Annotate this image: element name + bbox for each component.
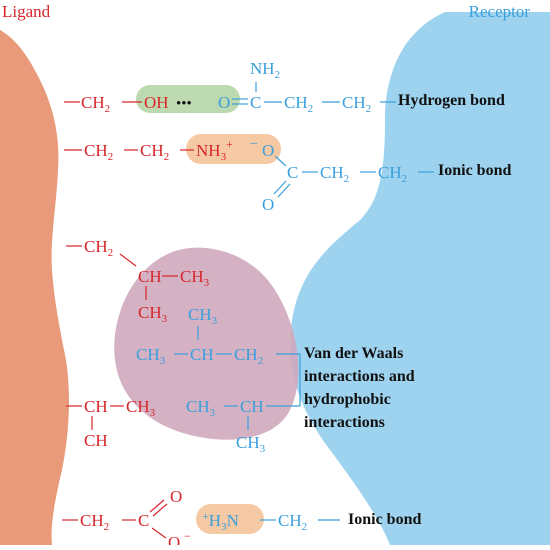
svg-text:CH3: CH3 [136,345,166,367]
svg-text:O: O [262,195,274,214]
svg-text:CH3: CH3 [126,397,156,419]
svg-text:CH2: CH2 [378,163,407,185]
ionic-bond-label-1: Ionic bond [438,162,512,179]
svg-text:CH2: CH2 [80,511,109,533]
receptor-title: Receptor [468,2,530,21]
hydrogen-bond-row: CH2 OH ••• O C NH2 CH2 CH2 [64,59,396,115]
svg-text:CH3: CH3 [188,305,218,327]
svg-text:CH: CH [190,345,214,364]
vdw-label-line-2: interactions and [304,368,415,385]
ionic-bond-highlight-1 [186,134,281,164]
svg-text:CH2: CH2 [234,345,263,367]
vdw-label-line-3: hydrophobic [304,391,391,408]
svg-text:−: − [250,137,258,152]
hydrogen-bond-highlight [136,85,240,113]
hydrophobic-region [114,247,299,440]
svg-text:O: O [170,487,182,506]
svg-text:CH3: CH3 [236,433,266,455]
svg-text:CH2: CH2 [84,141,113,163]
svg-text:CH2: CH2 [278,511,307,533]
svg-text:OH: OH [144,93,169,112]
vdw-label-line-4: interactions [304,414,385,431]
svg-text:CH2: CH2 [81,93,110,115]
svg-text:+H3N: +H3N [202,509,239,533]
svg-text:•••: ••• [176,96,192,112]
svg-text:CH: CH [84,431,108,450]
svg-text:CH2: CH2 [342,93,371,115]
svg-text:CH2: CH2 [84,237,113,259]
svg-text:C: C [287,163,298,182]
svg-text:C: C [138,511,149,530]
ionic-bond-row-1: CH2 CH2 NH3+ − O C O CH2 CH2 [64,137,434,214]
svg-text:NH3+: NH3+ [196,137,233,163]
svg-text:CH3: CH3 [138,303,168,325]
ionic-bond-label-2: Ionic bond [348,511,422,528]
ligand-title: Ligand [2,2,51,21]
svg-text:CH: CH [84,397,108,416]
svg-text:CH2: CH2 [284,93,313,115]
svg-text:−: − [184,529,191,543]
svg-text:CH2: CH2 [320,163,349,185]
svg-text:O: O [262,141,274,160]
ligand-surface [0,30,69,545]
svg-text:CH3: CH3 [180,267,210,289]
svg-text:CH3: CH3 [186,397,216,419]
ionic-bond-highlight-2 [196,504,264,534]
svg-text:CH2: CH2 [140,141,169,163]
svg-text:NH2: NH2 [250,59,280,81]
vdw-label-line-1: Van der Waals [304,345,404,362]
svg-text:O: O [218,93,230,112]
svg-text:CH: CH [138,267,162,286]
hydrogen-bond-label: Hydrogen bond [398,92,505,109]
receptor-surface [290,12,550,545]
vdw-label: Van der Waals interactions and hydrophob… [304,342,415,434]
svg-text:CH: CH [240,397,264,416]
svg-text:O: O [168,533,180,545]
hydrophobic-chains: CH2 CH CH3 CH3 CH3 CH3 CH CH2 CH CH3 CH … [66,237,301,455]
svg-text:C: C [250,93,261,112]
